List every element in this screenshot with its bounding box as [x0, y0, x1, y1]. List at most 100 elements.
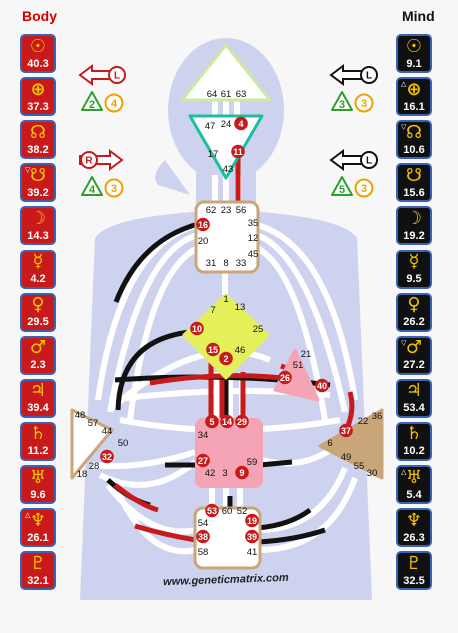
gate-number: 62	[206, 205, 217, 216]
planet-gate-value: 53.4	[403, 402, 425, 415]
gate-number: 16	[198, 220, 208, 230]
direction-mark-icon: ▽	[401, 338, 407, 347]
gate-number: 21	[301, 349, 312, 360]
circle-icon	[104, 93, 124, 113]
gate-number: 8	[223, 258, 228, 269]
gate-number: 60	[222, 506, 233, 517]
triangle-icon	[331, 91, 353, 111]
gate-number: 47	[205, 121, 216, 132]
circle-icon	[104, 178, 124, 198]
spleen-center	[70, 408, 114, 480]
mind-planet-tile: ☿9.5	[396, 249, 432, 289]
gate-number: 1	[223, 294, 228, 305]
gate-number: 39	[247, 532, 257, 542]
gate-number: 44	[102, 426, 113, 437]
direction-mark-icon: △	[25, 511, 31, 520]
gate-number: 59	[247, 457, 258, 468]
tone-number: 2	[89, 99, 95, 111]
mind-planet-tile: ♆26.3	[396, 508, 432, 548]
planet-symbol-icon: ♇	[29, 552, 47, 574]
color-number: 4	[111, 98, 118, 110]
gate-number: 7	[210, 305, 215, 316]
planet-gate-value: 16.1	[403, 100, 425, 113]
variable-body-bottom: R	[79, 149, 124, 171]
planet-symbol-icon: ☊	[406, 121, 422, 143]
planet-symbol-icon: ♆	[405, 509, 423, 531]
gate-number: 36	[372, 411, 383, 422]
gate-number: 3	[222, 468, 227, 479]
planet-gate-value: 2.3	[30, 359, 46, 372]
gate-number: 41	[247, 547, 258, 558]
body-planet-tile: ♃39.4	[20, 378, 56, 418]
gate-number: 53	[207, 506, 217, 516]
body-planet-tile: ⊕37.3	[20, 77, 56, 117]
body-planet-tile: ☊38.2	[20, 120, 56, 160]
planet-gate-value: 10.2	[403, 445, 425, 458]
planet-symbol-icon: ♄	[29, 423, 47, 445]
active-gate-marker	[196, 217, 210, 232]
active-gate-marker	[205, 414, 219, 429]
body-planet-tile: ♂2.3	[20, 335, 56, 375]
gate-number: 29	[237, 417, 247, 427]
planet-gate-value: 9.6	[30, 488, 46, 501]
planet-gate-value: 11.2	[27, 445, 49, 458]
mind-planet-tile: ☽19.2	[396, 206, 432, 246]
planet-symbol-icon: ⊕	[406, 78, 422, 100]
active-gate-marker	[220, 414, 234, 429]
arrow-left-icon	[329, 64, 365, 86]
planet-symbol-icon: ♂	[405, 337, 423, 359]
planet-gate-value: 15.6	[403, 186, 425, 199]
gate-number: 24	[221, 119, 232, 130]
body-planet-tile: ▽☋39.2	[20, 163, 56, 203]
color-number: 3	[111, 183, 117, 195]
planet-gate-value: 32.5	[403, 574, 425, 587]
active-gate-marker	[231, 144, 245, 159]
direction-mark-icon: ▽	[401, 123, 407, 132]
heart-center	[273, 348, 320, 402]
planet-symbol-icon: ☋	[406, 164, 422, 186]
variable-mind-bottom: L	[329, 149, 378, 171]
planet-symbol-icon: ♀	[407, 294, 421, 316]
planet-symbol-icon: ☽	[29, 207, 47, 229]
planet-symbol-icon: ♂	[29, 337, 47, 359]
gate-number: 61	[221, 89, 232, 100]
arrow-badge-icon	[108, 66, 126, 84]
planet-symbol-icon: ♇	[405, 552, 423, 574]
throat-center	[194, 200, 260, 274]
planet-gate-value: 26.3	[403, 531, 425, 544]
gate-number: 6	[327, 438, 332, 449]
planet-symbol-icon: ♃	[29, 380, 47, 402]
body-planet-tile: ♅9.6	[20, 465, 56, 504]
gate-number: 5	[209, 417, 214, 427]
color-number: 3	[361, 98, 367, 110]
planet-gate-value: 38.2	[27, 143, 49, 156]
gate-number: 32	[102, 452, 112, 462]
active-gate-marker	[339, 423, 353, 438]
gate-number: 63	[236, 89, 247, 100]
mind-planet-tile: △⊕16.1	[396, 77, 432, 117]
gate-number: 17	[208, 149, 219, 160]
gate-number: 15	[208, 345, 218, 355]
arrow-badge-icon	[360, 151, 378, 169]
active-gate-marker	[235, 414, 249, 429]
planet-gate-value: 10.6	[403, 143, 425, 156]
active-gate-marker	[205, 503, 219, 518]
active-gate-marker	[235, 465, 249, 480]
active-gate-marker	[234, 116, 248, 131]
active-gate-marker	[219, 351, 233, 366]
planet-symbol-icon: ☊	[30, 121, 46, 143]
planet-gate-value: 40.3	[27, 57, 49, 70]
gate-number: 18	[77, 469, 88, 480]
arrow-letter: L	[366, 71, 372, 82]
arrow-letter: R	[85, 156, 93, 167]
gate-number: 51	[293, 360, 304, 371]
website-text: www.geneticmatrix.com	[163, 572, 289, 588]
planet-symbol-icon: ♄	[405, 423, 423, 445]
gate-number: 34	[198, 430, 209, 441]
gate-number: 12	[248, 233, 259, 244]
planet-gate-value: 26.2	[403, 316, 425, 329]
arrow-badge-icon	[80, 151, 98, 169]
body-planet-tile: △♆26.1	[20, 508, 56, 548]
